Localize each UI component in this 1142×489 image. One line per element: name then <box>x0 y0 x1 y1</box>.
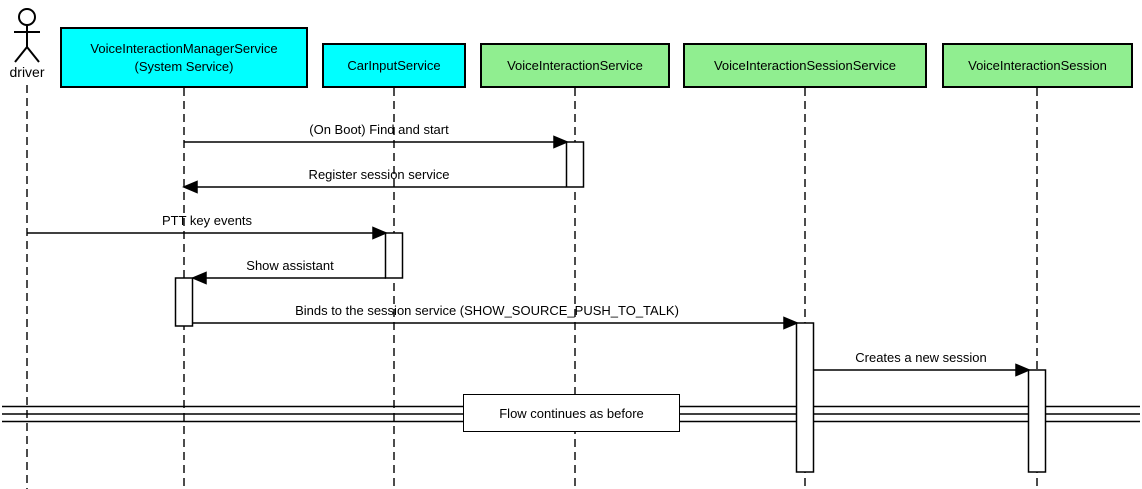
arrowhead-right-icon <box>1015 363 1031 377</box>
participant-voiceinteractionsession: VoiceInteractionSession <box>942 43 1133 88</box>
arrowhead-right-icon <box>372 226 388 240</box>
divider-label-box: Flow continues as before <box>463 394 680 432</box>
arrowhead-left-icon <box>191 271 207 285</box>
message-label-show-assistant: Show assistant <box>246 258 334 273</box>
activation-bars <box>174 141 1047 473</box>
arrowhead-right-icon <box>783 316 799 330</box>
message-label-find-and-start: (On Boot) Find and start <box>309 122 449 137</box>
activation-voiceinteractionservice <box>565 141 585 188</box>
participant-voiceinteractionsessionservice: VoiceInteractionSessionService <box>683 43 927 88</box>
arrowhead-right-icon <box>553 135 569 149</box>
participant-voiceinteractionmanagerservice: VoiceInteractionManagerService (System S… <box>60 27 308 88</box>
arrowhead-left-icon <box>182 180 198 194</box>
activation-voiceinteractionmanagerservice <box>174 277 194 327</box>
participant-carinputservice: CarInputService <box>322 43 466 88</box>
message-arrows <box>27 135 1031 377</box>
message-label-register-session-service: Register session service <box>308 167 450 182</box>
actor-icon <box>14 8 40 63</box>
message-label-creates-new-session: Creates a new session <box>855 350 987 365</box>
activation-voiceinteractionsession <box>1027 369 1047 473</box>
actor-label: driver <box>9 64 45 80</box>
activation-carinputservice <box>384 232 404 279</box>
message-label-ptt-key-events: PTT key events <box>161 213 253 228</box>
activation-voiceinteractionsessionservice <box>795 322 815 473</box>
message-label-binds-to-session-service: Binds to the session service (SHOW_SOURC… <box>295 303 679 318</box>
participant-voiceinteractionservice: VoiceInteractionService <box>480 43 670 88</box>
